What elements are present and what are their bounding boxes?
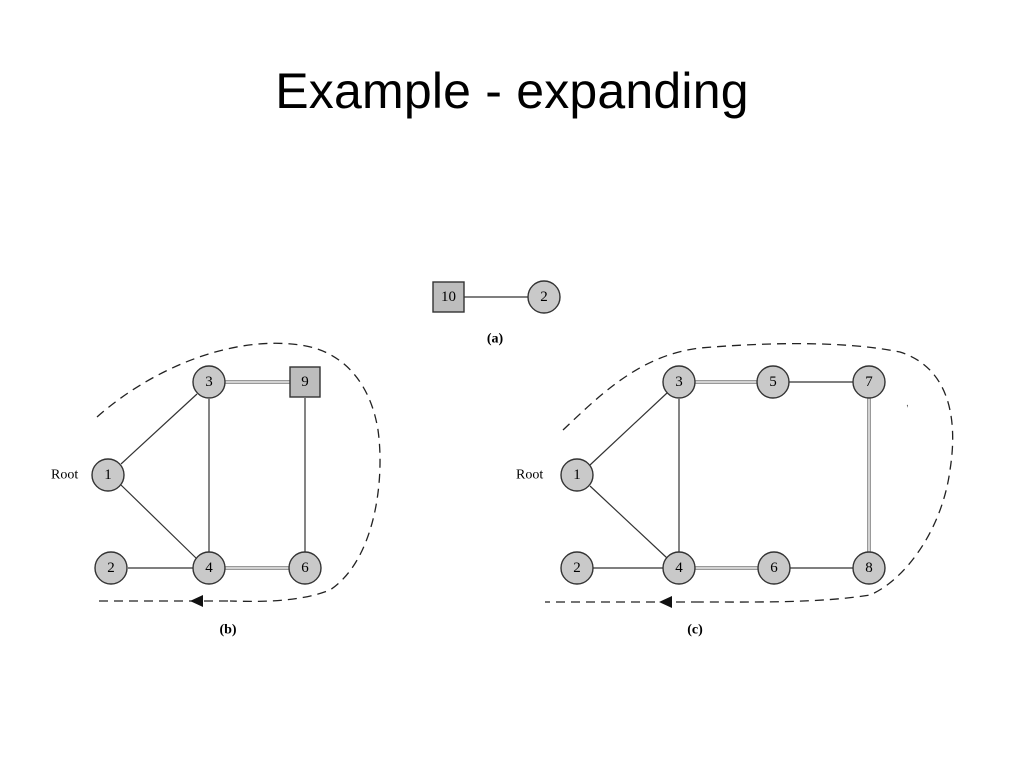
slide-title: Example - expanding — [275, 63, 749, 119]
svg-text:8: 8 — [865, 560, 873, 576]
node-c-8: 8 — [852, 551, 886, 585]
svg-text:10: 10 — [441, 289, 456, 305]
boundary-b — [96, 342, 381, 603]
edge-c-1-4 — [589, 485, 668, 559]
node-b-9: 9 — [289, 366, 321, 398]
figure-b: Root 1 2 3 4 6 9 (b) — [51, 342, 381, 638]
boundary-c — [562, 342, 954, 603]
node-a-10: 10 — [432, 281, 465, 313]
caption-c: (c) — [687, 623, 703, 638]
svg-text:1: 1 — [104, 467, 112, 483]
node-b-4: 4 — [192, 551, 226, 585]
node-a-2: 2 — [527, 280, 561, 314]
node-c-2: 2 — [560, 551, 594, 585]
svg-text:4: 4 — [675, 560, 683, 576]
svg-text:5: 5 — [769, 374, 777, 390]
root-label-b: Root — [51, 468, 78, 483]
figure-c: , Root 1 2 3 4 5 — [516, 342, 954, 638]
node-b-2: 2 — [94, 551, 128, 585]
svg-text:1: 1 — [573, 467, 581, 483]
figure-a: 10 2 (a) — [432, 280, 561, 347]
svg-text:6: 6 — [770, 560, 778, 576]
svg-text:3: 3 — [205, 374, 213, 390]
node-c-3: 3 — [662, 365, 696, 399]
root-label-c: Root — [516, 468, 543, 483]
svg-text:2: 2 — [107, 560, 115, 576]
node-b-1: 1 — [91, 458, 125, 492]
svg-text:4: 4 — [205, 560, 213, 576]
svg-text:3: 3 — [675, 374, 683, 390]
node-c-7: 7 — [852, 365, 886, 399]
svg-text:9: 9 — [301, 374, 309, 390]
svg-text:7: 7 — [865, 374, 873, 390]
node-b-6: 6 — [288, 551, 322, 585]
svg-text:2: 2 — [540, 289, 548, 305]
edge-b-1-3 — [120, 393, 198, 465]
edge-b-1-4 — [120, 484, 198, 560]
arrowhead-b — [190, 595, 203, 607]
node-c-5: 5 — [756, 365, 790, 399]
node-c-4: 4 — [662, 551, 696, 585]
edge-c-1-3 — [589, 392, 668, 466]
node-b-3: 3 — [192, 365, 226, 399]
svg-text:6: 6 — [301, 560, 309, 576]
svg-text:2: 2 — [573, 560, 581, 576]
caption-b: (b) — [219, 623, 236, 638]
stray-mark-c: , — [906, 398, 909, 409]
node-c-6: 6 — [757, 551, 791, 585]
node-c-1: 1 — [560, 458, 594, 492]
arrowhead-c — [659, 596, 672, 608]
caption-a: (a) — [487, 332, 504, 347]
